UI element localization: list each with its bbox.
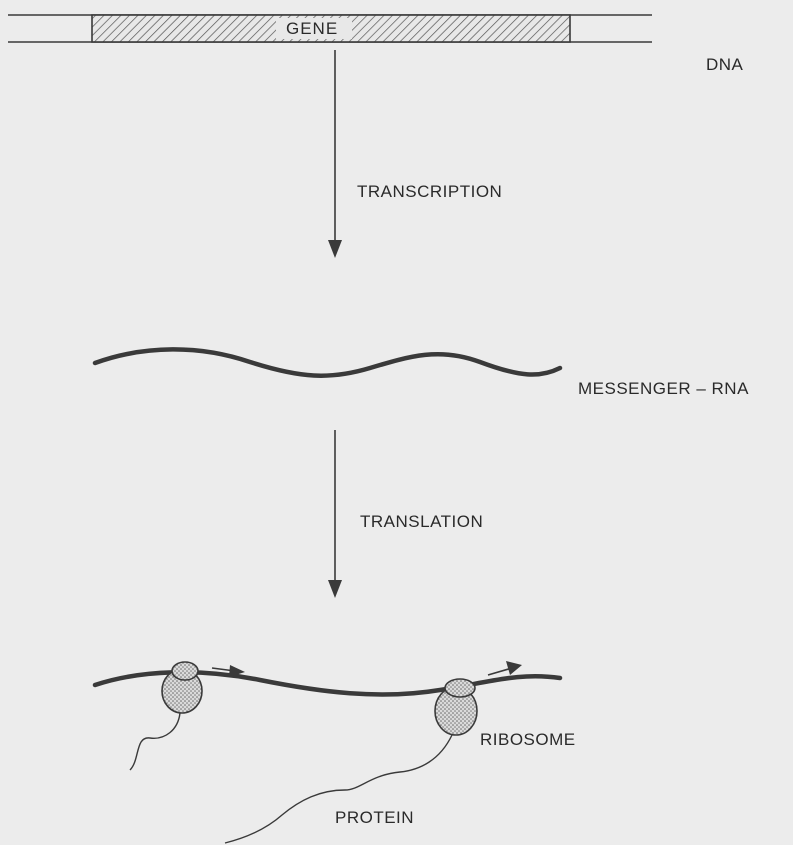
translation-label: TRANSLATION bbox=[360, 512, 483, 532]
dna-label: DNA bbox=[706, 55, 743, 75]
transcription-label: TRANSCRIPTION bbox=[357, 182, 502, 202]
protein-label: PROTEIN bbox=[335, 808, 414, 828]
ribosome-2 bbox=[435, 679, 477, 735]
messenger-rna-label: MESSENGER – RNA bbox=[578, 379, 749, 399]
ribosome-label: RIBOSOME bbox=[480, 730, 576, 750]
protein-chain-1 bbox=[130, 713, 180, 770]
transcription-arrow bbox=[328, 50, 342, 258]
translation-arrow bbox=[328, 430, 342, 598]
mrna-strand bbox=[95, 349, 560, 375]
ribosome-1 bbox=[162, 662, 202, 713]
gene-label: GENE bbox=[286, 19, 338, 39]
ribosome-2-direction-arrow bbox=[488, 661, 522, 675]
